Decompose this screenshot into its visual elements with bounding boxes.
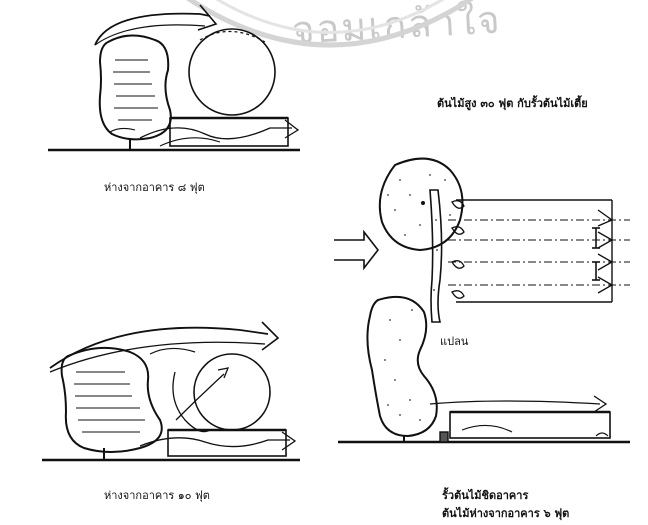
section-hedge: [440, 432, 448, 442]
plan-hedge: [430, 190, 442, 322]
section-tree-canopy: [367, 297, 436, 436]
label-top-right: ต้นไม้สูง ๓๐ ฟุต กับรั้วต้นไม้เตี้ย: [437, 98, 588, 109]
canopy-hatching: [113, 60, 158, 120]
plan-arrowheads: [598, 210, 612, 293]
plan-flow-lines: [448, 220, 630, 285]
flow-lower: [140, 438, 290, 447]
plan-tree-canopy: [380, 159, 463, 250]
building-block: [170, 118, 288, 146]
section-top-left: [48, 5, 300, 150]
section-bottom-left: [42, 322, 300, 460]
eddy-inner: [173, 372, 210, 432]
label-left-bottom: ห่างจากอาคาร ๑๐ ฟุต: [104, 490, 210, 501]
section-right: [334, 159, 630, 442]
label-left-top: ห่างจากอาคาร ๘ ฟุต: [104, 182, 205, 193]
building-block: [168, 430, 286, 456]
eddy-circle: [189, 29, 275, 115]
watermark-arc: [150, 0, 510, 45]
canopy-hatching: [74, 372, 145, 432]
plan-shrubs: [452, 201, 464, 299]
section-building: [450, 412, 610, 438]
wind-arrow-top: [50, 328, 268, 368]
wind-arrow-left: [334, 232, 378, 268]
label-right-bottom-2: ต้นไม้ห่างจากอาคาร ๖ ฟุต: [442, 508, 569, 519]
tree-canopy: [62, 348, 162, 452]
section-flow: [430, 401, 600, 404]
label-right-bottom-1: รั้วต้นไม้ชิดอาคาร: [442, 490, 528, 501]
tree-canopy: [100, 35, 171, 139]
label-plan: แปลน: [440, 336, 468, 347]
